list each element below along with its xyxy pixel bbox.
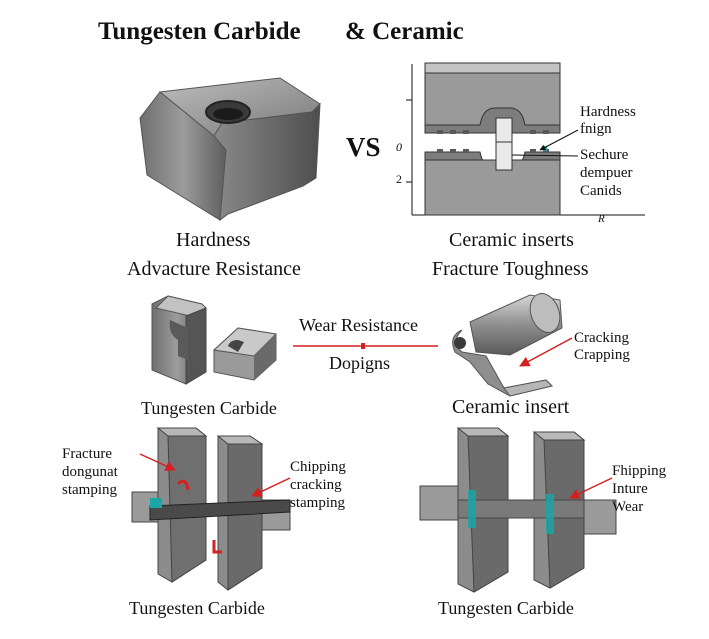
callout-inture: Inture: [612, 481, 648, 498]
callout-fracture: Fracture: [62, 446, 112, 463]
wear-resistance-label: Wear Resistance: [299, 315, 418, 336]
callout-canids: Canids: [580, 183, 622, 200]
title-right: & Ceramic: [345, 18, 464, 46]
axis-label-r: R: [598, 213, 605, 225]
callout-hardness: Hardness: [580, 104, 636, 121]
caption-bottom-left-carbide: Tungesten Carbide: [129, 598, 265, 619]
wear-resistance-connector: [293, 343, 438, 349]
caption-advacture-resistance: Advacture Resistance: [127, 258, 301, 281]
vs-label: VS: [346, 132, 381, 163]
caption-ceramic-insert: Ceramic insert: [452, 396, 569, 419]
callout-stamping-right: stamping: [290, 495, 345, 512]
carbide-assembly-left: [132, 428, 290, 590]
callout-sechure: Sechure: [580, 147, 628, 164]
callout-dempuer: dempuer: [580, 165, 632, 182]
carbide-insert-block: [140, 78, 320, 220]
caption-bottom-right-carbide: Tungesten Carbide: [438, 598, 574, 619]
callout-fhipping: Fhipping: [612, 463, 666, 480]
axis-tick-0: 0: [396, 140, 402, 155]
callout-wear: Wear: [612, 499, 643, 516]
title-left: Tungesten Carbide: [98, 18, 301, 46]
caption-ceramic-inserts: Ceramic inserts: [449, 229, 574, 252]
caption-middle-carbide: Tungesten Carbide: [141, 398, 277, 419]
callout-dongunat: dongunat: [62, 464, 118, 481]
callout-cracking-bottom: cracking: [290, 477, 342, 494]
callout-fnign: fnign: [580, 121, 612, 138]
caption-fracture-toughness: Fracture Toughness: [432, 258, 589, 281]
ceramic-insert-part: [453, 289, 572, 396]
axis-tick-2: 2: [396, 172, 402, 187]
callout-cracking: Cracking: [574, 330, 629, 347]
carbide-tool-pieces: [152, 296, 276, 384]
caption-hardness: Hardness: [176, 229, 250, 252]
dopigns-label: Dopigns: [329, 353, 390, 374]
callout-crapping: Crapping: [574, 347, 630, 364]
carbide-assembly-right: [420, 428, 616, 592]
callout-stamping-left: stamping: [62, 482, 117, 499]
callout-chipping: Chipping: [290, 459, 346, 476]
